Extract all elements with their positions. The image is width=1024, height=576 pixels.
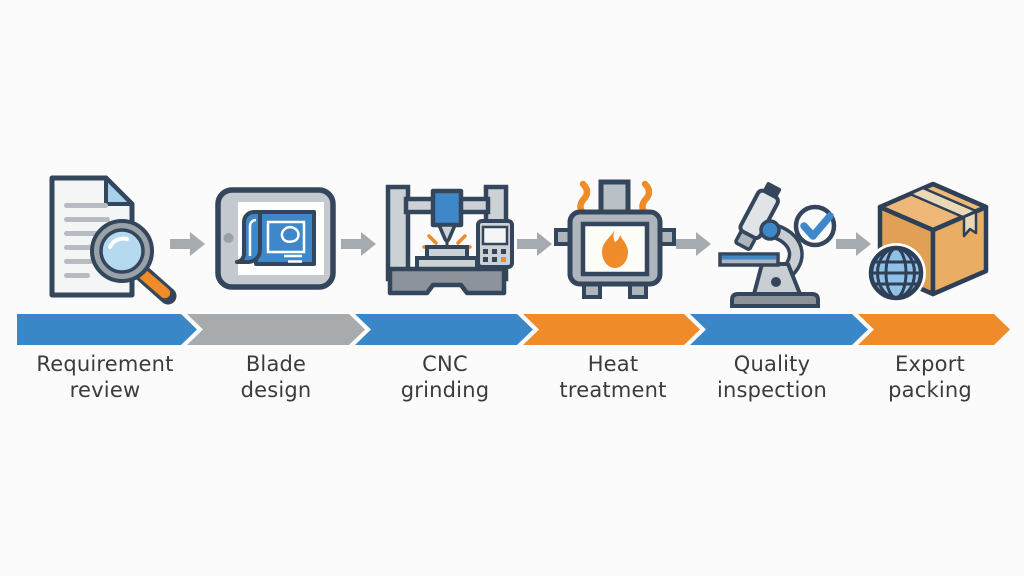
chevron-segment [858, 314, 1010, 345]
flow-arrow-icon [341, 232, 376, 256]
cnc-machine-icon [385, 184, 514, 296]
shipping-box-globe-icon [866, 181, 989, 303]
microscope-check-icon [718, 182, 837, 308]
step-label-export-packing: Export packing [888, 352, 972, 402]
flow-arrow-icon [517, 232, 552, 256]
tablet-blueprint-icon [215, 187, 336, 290]
step-label-blade-design: Blade design [240, 352, 312, 402]
flow-arrow-icon [676, 232, 711, 256]
chevron-segment [523, 314, 700, 345]
step-label-heat-treatment: Heat treatment [559, 352, 667, 402]
flow-arrow-icon [836, 232, 871, 256]
chevron-segment [355, 314, 533, 345]
flow-arrow-icon [170, 232, 205, 256]
step-label-quality-inspection: Quality inspection [716, 352, 828, 402]
chevron-segment [187, 314, 365, 345]
process-chevron-band [17, 314, 1010, 345]
step-label-cnc-grinding: CNC grinding [400, 352, 490, 402]
furnace-flame-icon [554, 179, 676, 299]
document-review-icon [49, 175, 177, 305]
chevron-segment [17, 314, 197, 345]
chevron-segment [690, 314, 868, 345]
step-label-requirement-review: Requirement review [36, 352, 174, 402]
